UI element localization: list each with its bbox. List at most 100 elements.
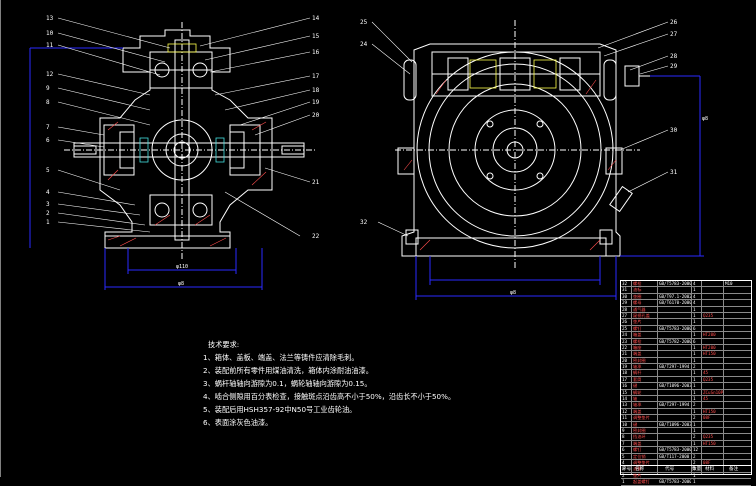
header-qty: 数量: [692, 467, 702, 472]
parts-qty-cell: 6: [693, 325, 696, 331]
parts-mat-cell: 45: [703, 396, 709, 402]
parts-name-cell: 螺母: [633, 300, 642, 306]
parts-no-cell: 25: [622, 325, 628, 331]
left-view-callout: 7: [46, 124, 50, 131]
left-view-callout: 5: [46, 167, 50, 174]
parts-qty-cell: 1: [693, 312, 696, 318]
parts-code-cell: GB/T5783-2000: [659, 325, 691, 331]
header-name: 名称: [635, 467, 645, 472]
parts-no-cell: 17: [622, 376, 628, 382]
parts-name-cell: 端盖: [633, 351, 642, 357]
parts-no-cell: 14: [622, 396, 628, 402]
parts-qty-cell: 1: [693, 427, 696, 433]
parts-code-cell: GB/T117-2000: [659, 453, 690, 459]
note-item-2: 2、装配前所有零件用煤油清洗，箱体内涂耐油油漆。: [203, 366, 373, 375]
left-view-callout: 16: [312, 49, 320, 56]
parts-name-cell: 轴承: [633, 402, 642, 408]
parts-note-cell: M10: [725, 281, 733, 286]
left-view-callout: 14: [312, 15, 320, 22]
parts-name-cell: 轴: [633, 396, 638, 402]
parts-qty-cell: 1: [693, 287, 696, 293]
parts-qty-cell: 1: [693, 472, 696, 478]
right-view-hatching: [403, 79, 617, 251]
parts-qty-cell: 2: [693, 459, 696, 465]
parts-qty-cell: 4: [693, 293, 696, 299]
left-view-callout: 11: [46, 42, 54, 49]
parts-name-cell: 挡油环: [633, 434, 646, 440]
parts-qty-cell: 1: [693, 408, 696, 414]
header-no: 序号: [622, 467, 632, 472]
parts-no-cell: 10: [622, 421, 628, 427]
parts-code-cell: GB/T5783-2000: [659, 447, 691, 453]
right-view-yellow-parts: [469, 59, 557, 89]
parts-code-cell: GB/T5783-2000: [659, 281, 691, 286]
parts-mat-cell: 08F: [703, 415, 711, 421]
parts-mat-cell: HT200: [703, 344, 716, 350]
left-view-callout: 15: [312, 33, 320, 40]
right-view-leaders: [371, 21, 669, 237]
note-item-1: 1、箱体、盖板、端盖、法兰等铸件应清除毛刺。: [203, 353, 359, 362]
parts-name-cell: 套筒: [633, 376, 642, 382]
left-view-callout: 6: [46, 137, 50, 144]
parts-code-cell: GB/T97.1-2002: [659, 293, 691, 299]
parts-no-cell: 12: [622, 408, 628, 414]
left-view-callout: 3: [46, 201, 50, 208]
parts-list-header: 序号 名称 代号 数量 材料 备注: [621, 465, 751, 474]
parts-qty-cell: 1: [693, 351, 696, 357]
parts-name-cell: 端盖: [633, 440, 642, 446]
parts-qty-cell: 2: [693, 453, 696, 459]
parts-code-cell: GB/T5783-2000: [659, 479, 691, 485]
notes-title: 技术要求:: [208, 340, 240, 349]
parts-no-cell: 19: [622, 364, 628, 370]
parts-no-cell: 28: [622, 306, 628, 312]
parts-code-cell: GB/T297-1994: [659, 402, 690, 408]
parts-mat-cell: 08F: [703, 459, 711, 465]
right-view-callout: 26: [670, 19, 678, 26]
parts-qty-cell: 1: [693, 466, 696, 472]
header-mat: 材料: [705, 467, 715, 472]
right-view-callout: 24: [360, 41, 368, 48]
parts-qty-cell: 1: [693, 440, 696, 446]
parts-no-cell: 1: [622, 479, 625, 485]
dim-label-left-outer: φ8: [178, 281, 184, 287]
left-view-callout: 2: [46, 210, 50, 217]
parts-code-cell: GB/T1096-2003: [659, 421, 691, 427]
parts-no-cell: 24: [622, 332, 628, 338]
parts-no-cell: 31: [622, 287, 628, 293]
parts-mat-cell: 45: [703, 370, 709, 376]
right-view-callout: 28: [670, 53, 678, 60]
parts-name-cell: 箱座: [633, 344, 642, 350]
parts-code-cell: GB/T297-1994: [659, 364, 690, 370]
parts-no-cell: 18: [622, 370, 628, 376]
left-view-dimensions: [29, 47, 263, 290]
parts-name-cell: 螺栓: [633, 281, 642, 286]
left-view-callout: 19: [312, 99, 320, 106]
left-view-callout: 13: [46, 15, 54, 22]
parts-qty-cell: 1: [693, 357, 696, 363]
parts-name-cell: 垫圈: [633, 293, 642, 299]
right-view-callout: 27: [670, 31, 678, 38]
parts-qty-cell: 1: [693, 344, 696, 350]
parts-qty-cell: 4: [693, 300, 696, 306]
parts-name-cell: 密封圈: [633, 357, 646, 363]
parts-qty-cell: 2: [693, 402, 696, 408]
parts-qty-cell: 1: [693, 306, 696, 312]
parts-no-cell: 20: [622, 357, 628, 363]
